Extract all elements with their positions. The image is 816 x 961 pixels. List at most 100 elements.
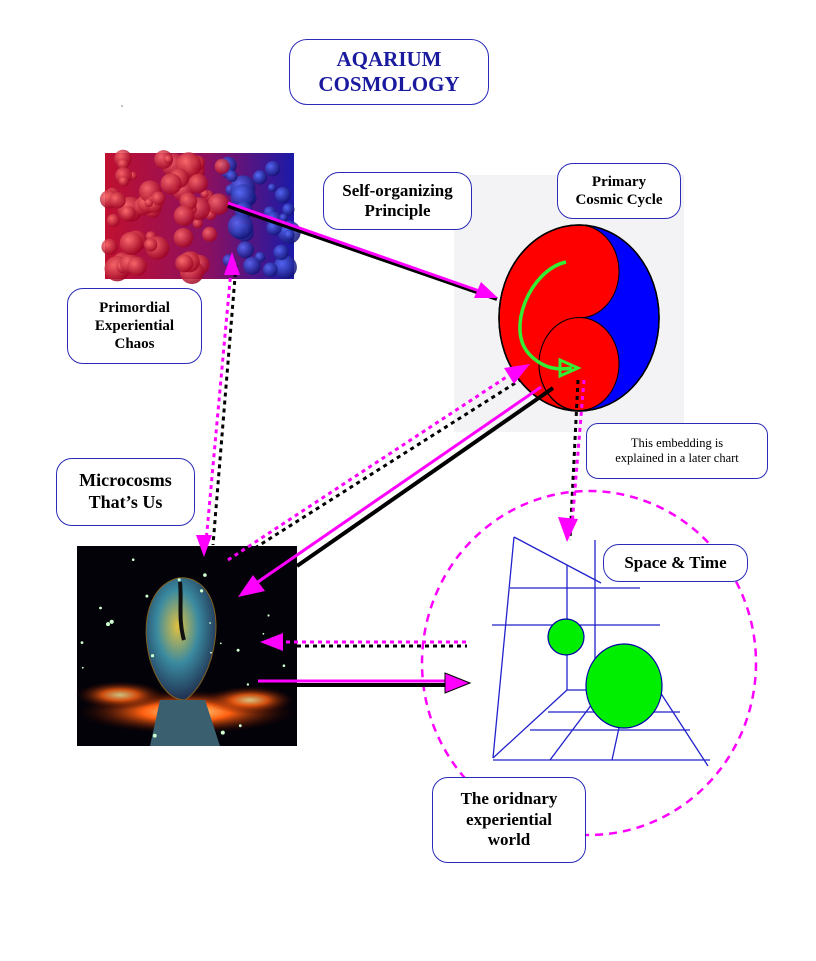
primary-line-1: Primary — [591, 174, 647, 190]
bubble — [127, 256, 147, 276]
world-line-3: world — [487, 830, 531, 850]
bubble — [273, 255, 297, 279]
bubble — [120, 205, 136, 222]
arrowhead-to-micro — [238, 575, 265, 597]
bubble — [283, 229, 295, 241]
arrowhead-to-world — [444, 672, 472, 694]
arrow-cycle-to-space-shadow — [568, 379, 580, 541]
arrow-cycle-to-space — [570, 379, 586, 526]
star — [210, 651, 212, 654]
small-sphere — [547, 618, 585, 656]
star — [106, 622, 110, 627]
star — [81, 666, 84, 669]
chaos-line-1: Primordial — [99, 300, 170, 316]
star — [99, 606, 102, 610]
bubble — [106, 213, 120, 227]
bubble — [118, 176, 129, 187]
star — [282, 664, 286, 667]
arrow-chaos-to-cycle — [227, 201, 486, 295]
arrowhead-to-space — [558, 517, 578, 542]
star — [177, 578, 181, 582]
star — [131, 558, 135, 561]
star — [109, 619, 114, 624]
bubble — [119, 231, 143, 256]
bubble — [227, 213, 254, 240]
yin-yang-icon — [498, 224, 660, 412]
bubble — [101, 238, 118, 255]
star — [238, 724, 242, 728]
star — [203, 573, 207, 577]
bubble — [230, 184, 256, 209]
embed-line-2: explained in a later chart — [615, 451, 739, 465]
stray-dot — [121, 105, 123, 107]
embed-line-1: This embedding is — [630, 436, 724, 450]
arrow-micro-to-cycle-shadow — [254, 378, 521, 550]
bubble — [160, 173, 182, 195]
star — [246, 683, 250, 686]
primary-cycle-label-box: Primary Cosmic Cycle — [557, 163, 681, 219]
star — [200, 589, 204, 593]
chaos-line-3: Chaos — [114, 336, 155, 352]
star — [209, 622, 212, 624]
bubble — [175, 254, 194, 273]
arrow-chaos-micro — [204, 269, 233, 543]
bubble — [173, 205, 195, 226]
star — [145, 594, 149, 598]
star — [262, 632, 265, 635]
bubble — [151, 191, 166, 206]
chaos-image — [100, 149, 301, 284]
bubble — [243, 256, 261, 275]
bubble — [117, 158, 129, 170]
embedding-note-box: This embedding is explained in a later c… — [586, 423, 768, 479]
bubble — [109, 192, 126, 209]
bubble — [267, 183, 277, 192]
bubble — [226, 170, 238, 182]
star — [219, 642, 222, 645]
large-sphere — [585, 643, 663, 729]
primary-line-2: Cosmic Cycle — [575, 192, 663, 208]
bubble — [154, 150, 174, 169]
micro-line-1: Microcosms — [79, 470, 172, 491]
micro-line-2: That’s Us — [88, 492, 163, 512]
title-line-1: AQARIUM — [336, 46, 442, 71]
microcosms-label-box: Microcosms That’s Us — [56, 458, 195, 526]
world-line-1: The oridnary — [460, 789, 558, 809]
bubble — [173, 227, 194, 248]
microcosm-image — [75, 546, 297, 746]
bubble — [214, 158, 230, 174]
bubble — [274, 187, 291, 203]
world-line-2: experiential — [466, 809, 552, 829]
chaos-line-2: Experiential — [94, 318, 175, 334]
bubble — [143, 238, 158, 252]
bubble — [192, 218, 203, 229]
bubble — [265, 161, 281, 177]
star — [267, 614, 270, 617]
bubble — [273, 244, 289, 260]
title-box: AQARIUM COSMOLOGY — [289, 39, 489, 105]
arrowhead-to-cycle — [504, 364, 530, 384]
space-time-label-box: Space & Time — [603, 544, 748, 582]
bubble — [252, 170, 267, 185]
bubble — [144, 198, 154, 208]
arrow-cycle-to-micro — [251, 385, 542, 588]
star — [220, 730, 225, 735]
bubble — [202, 226, 218, 242]
star — [236, 648, 240, 652]
self-org-line-1: Self-organizing — [342, 180, 453, 200]
bubble — [236, 241, 254, 259]
space-time-label: Space & Time — [624, 552, 727, 572]
star — [80, 641, 84, 644]
bubble — [164, 154, 173, 164]
arrow-chaos-micro-shadow — [211, 264, 238, 546]
arrowhead-down-micro — [196, 535, 212, 557]
star — [150, 654, 155, 658]
bubble — [279, 213, 288, 222]
arrowhead-up-chaos — [224, 252, 240, 275]
space-time-boundary — [420, 489, 758, 837]
bubble — [188, 173, 208, 194]
bubble — [282, 203, 295, 216]
self-organizing-label-box: Self-organizing Principle — [323, 172, 472, 230]
ordinary-world-label-box: The oridnary experiential world — [432, 777, 586, 863]
arrow-cycle-to-micro-shadow — [295, 386, 555, 568]
